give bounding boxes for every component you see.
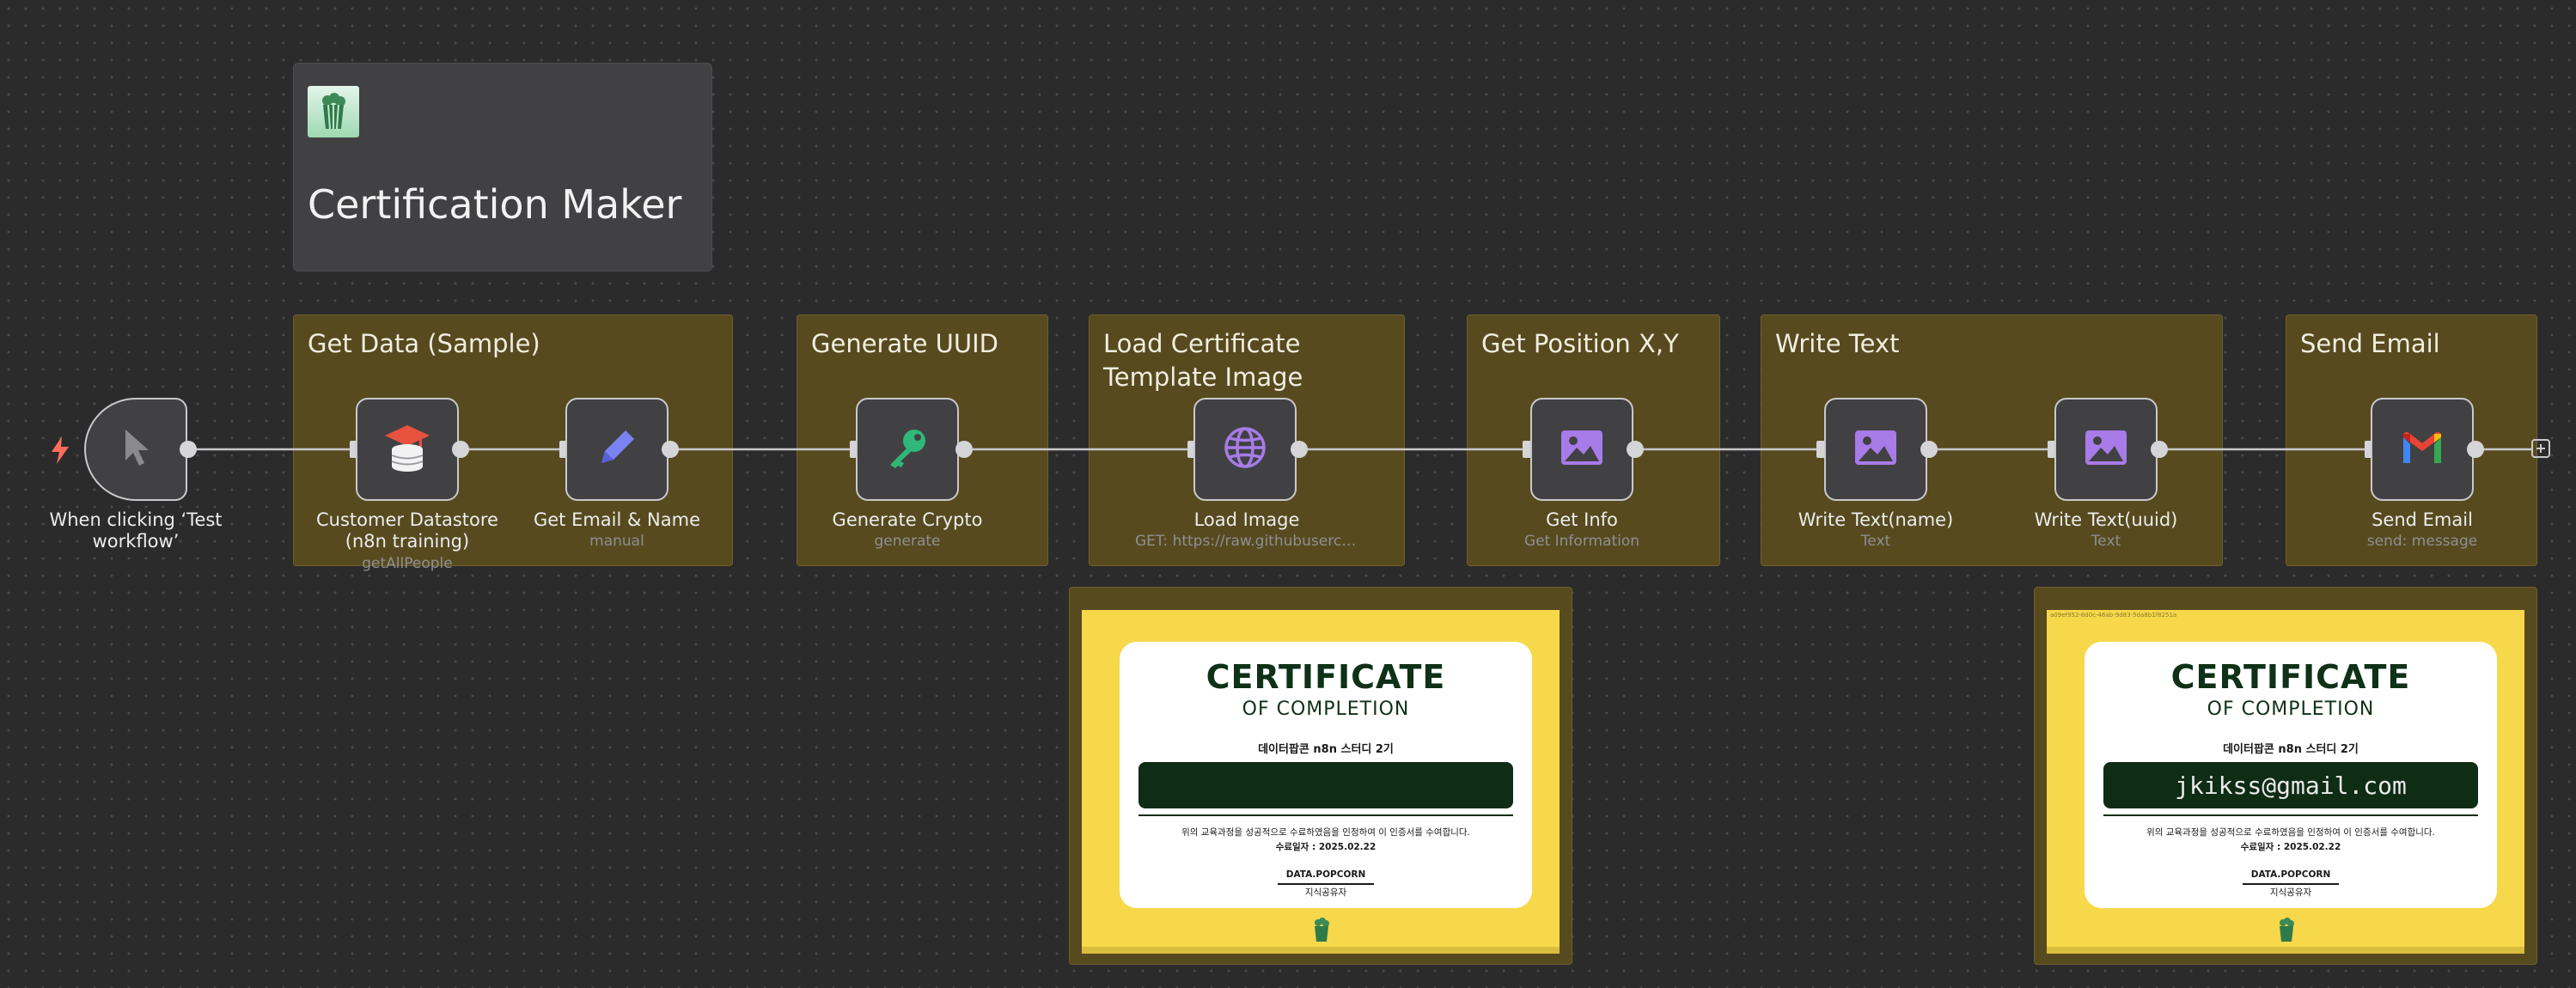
certificate-name-box: jkikss@gmail.com (2103, 762, 2478, 808)
node-subtitle: send: message (2366, 533, 2478, 550)
node-subtitle: Text (1860, 533, 1891, 550)
trigger-label: When clicking ‘Test workflow’ (49, 509, 223, 552)
input-port[interactable] (1816, 441, 1825, 458)
divider (1138, 814, 1513, 816)
input-port[interactable] (850, 441, 858, 458)
node-label: Customer Datastore (n8n training) (316, 509, 498, 552)
certificate-border-bottom (1082, 947, 1560, 954)
customer-datastore-node[interactable] (356, 398, 459, 501)
certificate-preview-filled[interactable]: a09ef952-6d0c-46ab-9d83-5da8b1f8251a CER… (2034, 587, 2537, 965)
write-text-uuid-node[interactable] (2054, 398, 2158, 501)
certificate-border-bottom (2047, 947, 2524, 954)
pencil-icon (593, 424, 641, 475)
lightning-icon (50, 436, 70, 467)
certificate-role: 지식공유자 (2269, 887, 2312, 898)
node-label: Write Text(uuid) (2034, 509, 2178, 530)
group-title: Get Data (Sample) (308, 329, 540, 358)
database-icon (380, 420, 435, 479)
output-port[interactable] (2151, 441, 2168, 458)
certificate-body: 위의 교육과정을 성공적으로 수료하였음을 인정하여 이 인증서를 수여합니다. (2146, 827, 2435, 838)
node-subtitle: Get Information (1523, 533, 1640, 550)
node-subtitle: GET: https://raw.githubusercon... (1135, 533, 1358, 550)
signature-line (2243, 883, 2339, 885)
node-subtitle: manual (589, 533, 644, 550)
load-image-node[interactable] (1193, 398, 1297, 501)
certificate-role: 지식공유자 (1304, 887, 1347, 898)
certificate-course: 데이터팝콘 n8n 스터디 2기 (1258, 743, 1394, 756)
popcorn-logo-icon (1312, 918, 1331, 947)
group-title: Write Text (1775, 329, 1900, 358)
certificate-body: 위의 교육과정을 성공적으로 수료하였음을 인정하여 이 인증서를 수여합니다. (1181, 827, 1470, 838)
input-port[interactable] (350, 441, 358, 458)
image-icon (1558, 427, 1606, 472)
node-label: Get Info (1546, 509, 1618, 530)
image-icon (2082, 427, 2130, 472)
node-label: Generate Crypto (832, 509, 983, 530)
input-port[interactable] (559, 441, 568, 458)
certificate-name-box (1138, 762, 1513, 808)
node-label: Send Email (2372, 509, 2473, 530)
write-text-name-node[interactable] (1824, 398, 1927, 501)
group-title: Generate UUID (811, 329, 998, 358)
workflow-title: Certification Maker (308, 181, 682, 228)
globe-icon (1221, 424, 1269, 475)
certificate-org: DATA.POPCORN (1285, 869, 1366, 880)
output-port[interactable] (180, 441, 197, 458)
output-port[interactable] (1291, 441, 1308, 458)
get-email-name-node[interactable] (565, 398, 668, 501)
plus-icon (2536, 441, 2546, 457)
node-label: Load Image (1193, 509, 1300, 530)
key-icon (883, 424, 931, 475)
group-title: Send Email (2300, 329, 2440, 358)
cursor-icon (119, 426, 153, 473)
input-port[interactable] (1187, 441, 1196, 458)
output-port[interactable] (1920, 441, 1938, 458)
signature-line (1278, 883, 1374, 885)
input-port[interactable] (2365, 441, 2373, 458)
trigger-node[interactable] (84, 398, 187, 501)
group-load-certificate[interactable]: Load Certificate Template Image (1089, 314, 1405, 566)
popcorn-logo-icon (308, 86, 359, 137)
certificate-image: CERTIFICATE OF COMPLETION 데이터팝콘 n8n 스터디 … (1082, 610, 1560, 954)
input-port[interactable] (2048, 441, 2056, 458)
certificate-date: 수료일자 : 2025.02.22 (2240, 842, 2341, 852)
certificate-title: CERTIFICATE (2170, 658, 2411, 696)
certificate-image: a09ef952-6d0c-46ab-9d83-5da8b1f8251a CER… (2047, 610, 2524, 954)
node-subtitle: generate (874, 533, 941, 550)
output-port[interactable] (955, 441, 973, 458)
input-port[interactable] (1523, 441, 1531, 458)
certificate-card: CERTIFICATE OF COMPLETION 데이터팝콘 n8n 스터디 … (2085, 642, 2497, 908)
certificate-card: CERTIFICATE OF COMPLETION 데이터팝콘 n8n 스터디 … (1120, 642, 1532, 908)
add-node-button[interactable] (2531, 439, 2550, 458)
popcorn-logo-icon (2277, 918, 2296, 947)
certificate-preview-blank[interactable]: CERTIFICATE OF COMPLETION 데이터팝콘 n8n 스터디 … (1069, 587, 1572, 965)
output-port[interactable] (452, 441, 469, 458)
node-subtitle: getAllPeople (362, 555, 453, 572)
workflow-title-sticky[interactable]: Certification Maker (293, 63, 712, 271)
divider (2103, 814, 2478, 816)
certificate-course: 데이터팝콘 n8n 스터디 2기 (2223, 743, 2359, 756)
group-title: Get Position X,Y (1481, 329, 1679, 358)
gmail-icon (2398, 429, 2446, 470)
image-icon (1852, 427, 1900, 472)
output-port[interactable] (2467, 441, 2484, 458)
certificate-title: CERTIFICATE (1206, 658, 1446, 696)
output-port[interactable] (662, 441, 679, 458)
node-label: Write Text(name) (1798, 509, 1954, 530)
certificate-subtitle: OF COMPLETION (2207, 698, 2375, 720)
node-subtitle: Text (2091, 533, 2121, 550)
certificate-subtitle: OF COMPLETION (1242, 698, 1410, 720)
get-info-node[interactable] (1530, 398, 1633, 501)
send-email-node[interactable] (2371, 398, 2474, 501)
certificate-org: DATA.POPCORN (2250, 869, 2331, 880)
group-title: Load Certificate Template Image (1103, 329, 1303, 392)
certificate-uuid: a09ef952-6d0c-46ab-9d83-5da8b1f8251a (2050, 612, 2177, 619)
generate-crypto-node[interactable] (856, 398, 959, 501)
certificate-date: 수료일자 : 2025.02.22 (1275, 842, 1377, 852)
output-port[interactable] (1627, 441, 1644, 458)
node-label: Get Email & Name (533, 509, 701, 530)
